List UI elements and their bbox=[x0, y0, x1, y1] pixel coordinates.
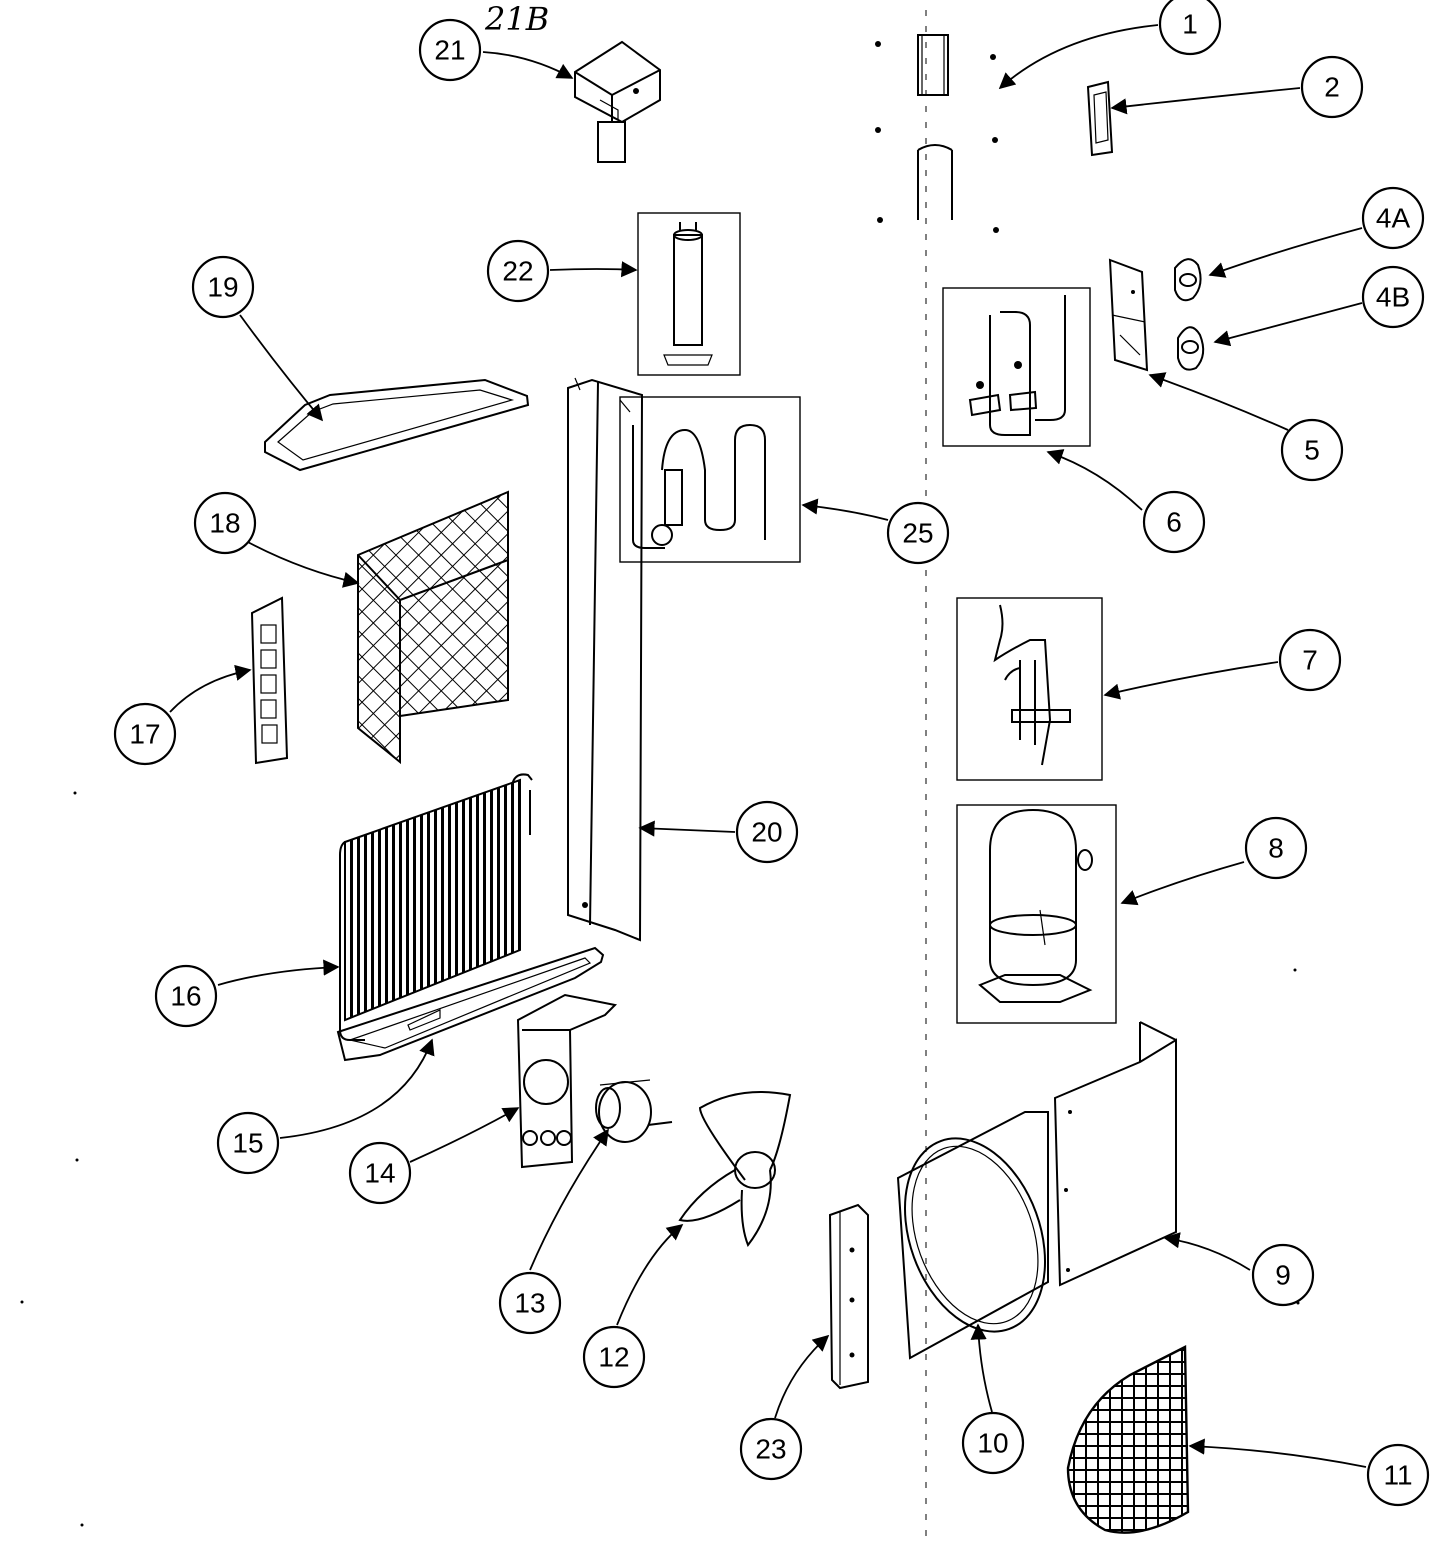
svg-text:4B: 4B bbox=[1376, 282, 1410, 313]
callout-4b: 4B bbox=[1361, 265, 1425, 329]
svg-text:12: 12 bbox=[598, 1342, 629, 1373]
svg-text:9: 9 bbox=[1275, 1260, 1291, 1291]
callout-4a: 4A bbox=[1361, 186, 1425, 250]
callout-23: 23 bbox=[739, 1417, 803, 1481]
svg-text:14: 14 bbox=[364, 1158, 395, 1189]
part-8-frame bbox=[956, 804, 1117, 1024]
part-21-bracket bbox=[574, 40, 661, 163]
stray-dots bbox=[20, 791, 1300, 1527]
svg-text:17: 17 bbox=[129, 719, 160, 750]
callout-22: 22 bbox=[486, 239, 550, 303]
svg-text:7: 7 bbox=[1302, 645, 1318, 676]
part-19-top-cover bbox=[264, 378, 530, 472]
part-10-front-panel bbox=[896, 1111, 1049, 1360]
svg-text:25: 25 bbox=[902, 518, 933, 549]
callout-1: 1 bbox=[1158, 0, 1222, 56]
callout-2: 2 bbox=[1300, 55, 1364, 119]
part-7-frame bbox=[956, 597, 1103, 781]
callout-21: 21 bbox=[418, 18, 482, 82]
part-4a-valve bbox=[1174, 258, 1202, 302]
callout-14: 14 bbox=[348, 1141, 412, 1205]
part-2-cover bbox=[1086, 80, 1114, 157]
svg-text:11: 11 bbox=[1383, 1460, 1412, 1491]
svg-text:18: 18 bbox=[209, 508, 240, 539]
part-4b-valve bbox=[1177, 326, 1205, 371]
svg-text:16: 16 bbox=[170, 981, 201, 1012]
part-25-frame bbox=[619, 396, 801, 563]
svg-text:2: 2 bbox=[1324, 72, 1340, 103]
svg-text:15: 15 bbox=[232, 1128, 263, 1159]
callout-10: 10 bbox=[961, 1411, 1025, 1475]
part-16-condenser-coil bbox=[339, 773, 533, 1041]
leader-lines bbox=[169, 24, 1367, 1468]
part-12-fan-blade bbox=[678, 1090, 792, 1247]
callout-16: 16 bbox=[154, 964, 218, 1028]
callout-17: 17 bbox=[113, 702, 177, 766]
svg-text:20: 20 bbox=[751, 817, 782, 848]
part-1-clips bbox=[875, 34, 999, 233]
callout-20: 20 bbox=[735, 800, 799, 864]
part-22-accumulator bbox=[663, 222, 713, 366]
callout-18: 18 bbox=[193, 491, 257, 555]
svg-text:5: 5 bbox=[1304, 435, 1320, 466]
part-22-frame bbox=[637, 212, 741, 376]
part-15-base-pan bbox=[336, 946, 605, 1062]
svg-text:22: 22 bbox=[502, 256, 533, 287]
part-23-corner-post bbox=[828, 1203, 869, 1390]
callout-11: 11 bbox=[1366, 1443, 1430, 1507]
callout-12: 12 bbox=[582, 1325, 646, 1389]
callout-5: 5 bbox=[1280, 418, 1344, 482]
svg-text:8: 8 bbox=[1268, 833, 1284, 864]
part-18-mesh-screen bbox=[357, 490, 509, 765]
part-13-fan-motor bbox=[595, 1079, 673, 1143]
callout-15: 15 bbox=[216, 1111, 280, 1175]
part-6-valve-assembly bbox=[968, 295, 1066, 436]
callout-13: 13 bbox=[498, 1271, 562, 1335]
part-20-side-panel bbox=[567, 377, 644, 942]
callout-9: 9 bbox=[1251, 1243, 1315, 1307]
part-5-plate bbox=[1108, 258, 1149, 372]
part-6-frame bbox=[942, 287, 1091, 447]
handwritten-21b: 21B bbox=[484, 0, 549, 38]
callout-19: 19 bbox=[191, 255, 255, 319]
svg-text:13: 13 bbox=[514, 1288, 545, 1319]
svg-text:10: 10 bbox=[977, 1428, 1008, 1459]
callout-7: 7 bbox=[1278, 628, 1342, 692]
svg-text:21: 21 bbox=[434, 35, 465, 66]
svg-text:1: 1 bbox=[1182, 9, 1198, 40]
svg-text:23: 23 bbox=[755, 1434, 786, 1465]
part-8-compressor bbox=[978, 808, 1093, 1003]
svg-text:19: 19 bbox=[207, 272, 238, 303]
callout-25: 25 bbox=[886, 501, 950, 565]
part-9-side-panel bbox=[1053, 1021, 1177, 1287]
part-17-side-plate bbox=[250, 596, 289, 765]
callout-6: 6 bbox=[1142, 490, 1206, 554]
part-25-tubing bbox=[632, 423, 766, 549]
part-14-control-panel bbox=[516, 993, 618, 1169]
callout-8: 8 bbox=[1244, 816, 1308, 880]
svg-text:6: 6 bbox=[1166, 507, 1182, 538]
svg-text:4A: 4A bbox=[1376, 203, 1411, 234]
part-11-fan-grille bbox=[1066, 1345, 1190, 1534]
part-7-tubing bbox=[993, 604, 1071, 766]
